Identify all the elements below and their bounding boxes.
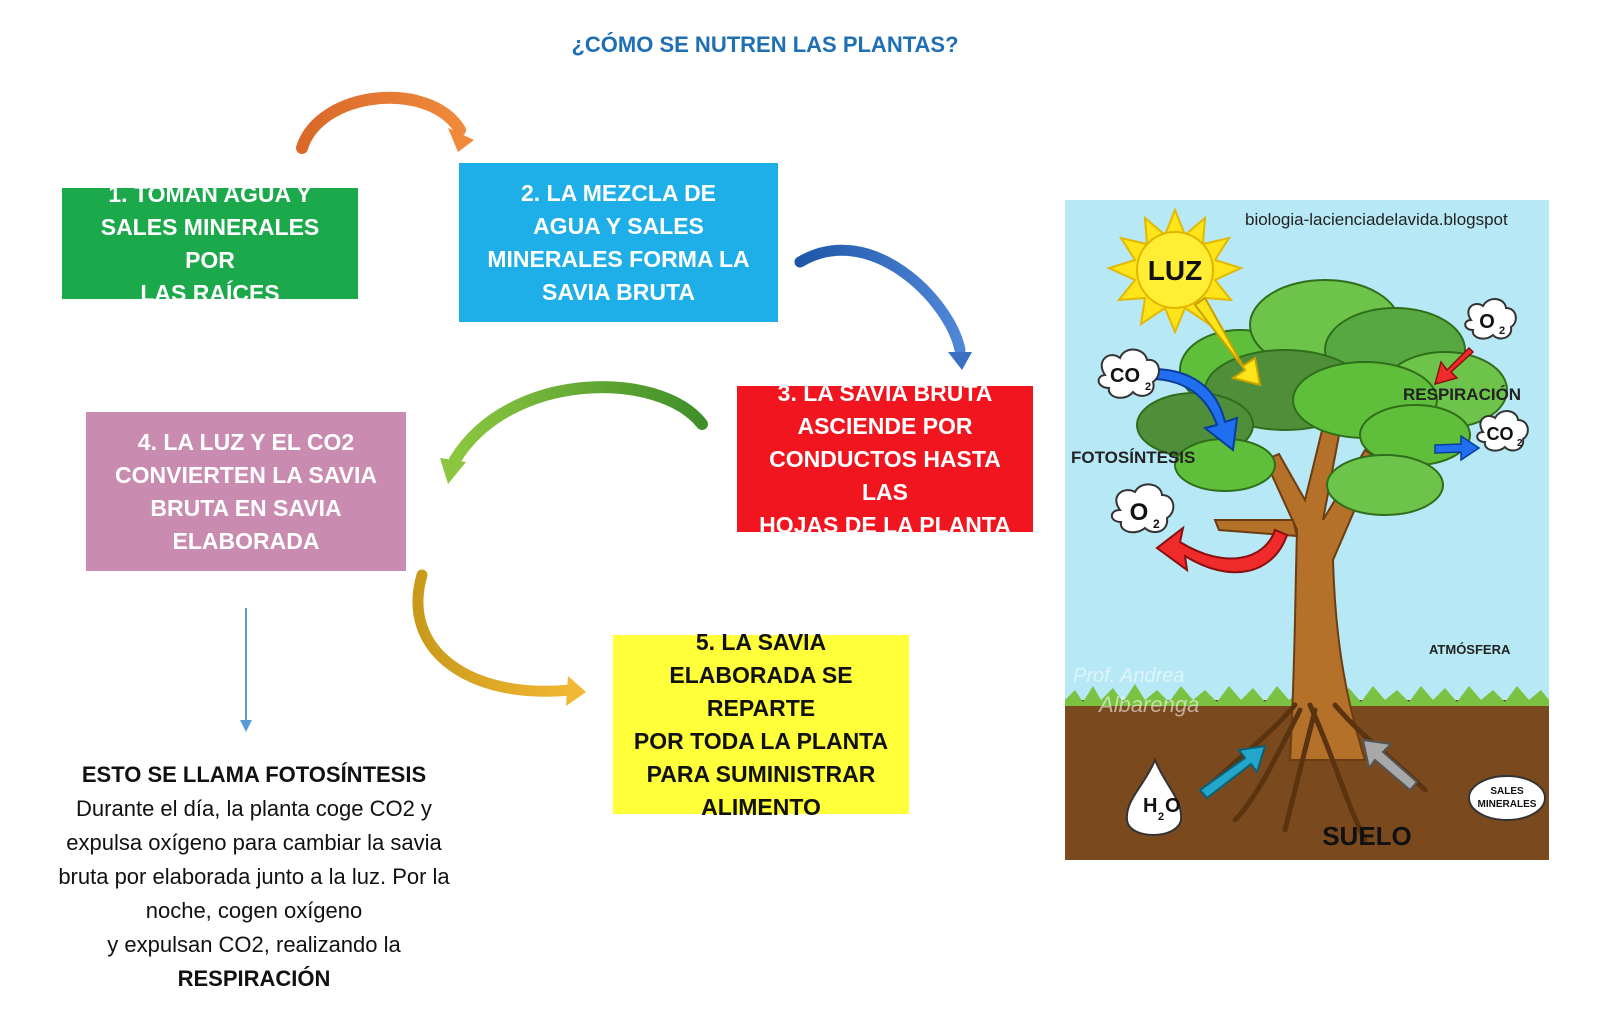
caption-line: expulsa oxígeno para cambiar la savia [66,830,442,855]
caption-line: Durante el día, la planta coge CO2 y [76,796,432,821]
step-3-line: CONDUCTOS HASTA LAS [769,445,1001,505]
co2-label: CO [1487,424,1514,444]
water-arrow [1198,744,1267,800]
step-2-box: 2. LA MEZCLA DE AGUA Y SALES MINERALES F… [459,163,778,322]
step-1-line: SALES MINERALES POR [100,213,320,273]
water-drop-icon: H 2 O [1125,757,1183,836]
step-4-box: 4. LA LUZ Y EL CO2 CONVIERTEN LA SAVIA B… [86,412,406,571]
arrow-step4-to-step5 [412,569,586,706]
page-title: ¿CÓMO SE NUTREN LAS PLANTAS? [571,32,959,57]
h2o-o: O [1165,795,1181,817]
suelo-label: SUELO [1322,821,1412,851]
arrow-down-to-caption [240,608,252,732]
step-1-box: 1. TOMAN AGUA Y SALES MINERALES POR LAS … [62,181,358,306]
source-credit: biologia-lacienciadelavida.blogspot [1245,210,1508,229]
step-5-line: ELABORADA SE REPARTE [669,661,853,721]
step-2-line: AGUA Y SALES [533,212,704,239]
step-2-line: MINERALES FORMA LA [487,245,750,272]
step-4-line: CONVIERTEN LA SAVIA [115,461,377,488]
luz-label: LUZ [1148,255,1202,286]
caption-line: noche, cogen oxígeno [145,898,363,923]
step-3-line: 3. LA SAVIA BRUTA [777,379,993,406]
subscript-2: 2 [1517,438,1523,449]
subscript-2: 2 [1158,811,1164,823]
subscript-2: 2 [1153,517,1160,531]
fotosintesis-label: FOTOSÍNTESIS [1071,448,1195,467]
caption-footer: RESPIRACIÓN [177,966,331,991]
step-4-line: ELABORADA [172,527,320,554]
co2-out-arrow [1434,434,1481,462]
step-3-line: HOJAS DE LA PLANTA [759,511,1011,538]
sun-icon: LUZ [1106,207,1244,335]
co2-cloud-right: CO 2 [1476,410,1529,452]
minerals-stone-icon: SALES MINERALES [1468,775,1546,821]
step-4-line: BRUTA EN SAVIA [150,494,342,521]
caption-line: y expulsan CO2, realizando la [107,932,401,957]
h2o-h: H [1143,795,1157,817]
o2-label: O [1130,499,1149,526]
arrow-step1-to-step2 [296,91,474,154]
arrow-step3-to-step4 [440,381,708,484]
step-1-line: 1. TOMAN AGUA Y [108,180,312,207]
watermark-line-2: Albarenga [1097,692,1199,717]
step-2-line: 2. LA MEZCLA DE [520,179,717,206]
photosynthesis-caption: ESTO SE LLAMA FOTOSÍNTESIS Durante el dí… [22,758,486,996]
subscript-2: 2 [1145,381,1151,393]
minerals-arrow [1361,738,1419,792]
light-arrow [1193,296,1262,387]
step-5-line: 5. LA SAVIA [695,628,827,655]
step-4-line: 4. LA LUZ Y EL CO2 [137,428,355,455]
watermark-line-1: Prof. Andrea [1073,665,1185,687]
caption-line: bruta por elaborada junto a la luz. Por … [58,864,450,889]
tree-canopy [1136,279,1508,516]
co2-label: CO [1110,365,1140,387]
step-1-line: LAS RAÍCES [140,279,280,306]
step-5-box: 5. LA SAVIA ELABORADA SE REPARTE POR TOD… [613,629,909,820]
minerales-label: MINERALES [1478,799,1537,810]
grass [1065,684,1549,706]
o2-cloud-left: O 2 [1110,483,1175,534]
respiracion-label: RESPIRACIÓN [1403,385,1521,404]
atmosfera-label: ATMÓSFERA [1429,642,1511,657]
sales-label: SALES [1490,786,1524,797]
o2-cloud-top-right: O 2 [1464,298,1517,340]
o2-out-arrow [1155,525,1289,574]
step-5-line: ALIMENTO [701,793,821,820]
step-2-line: SAVIA BRUTA [542,278,695,305]
step-5-line: POR TODA LA PLANTA [633,727,889,754]
plant-nutrition-illustration: biologia-lacienciadelavida.blogspot LUZ [1065,200,1549,860]
arrow-step2-to-step3 [794,244,972,370]
step-3-box: 3. LA SAVIA BRUTA ASCIENDE POR CONDUCTOS… [737,380,1033,538]
co2-in-arrow [1136,368,1239,452]
caption-heading: ESTO SE LLAMA FOTOSÍNTESIS [81,762,427,787]
o2-label: O [1479,311,1495,333]
step-3-line: ASCIENDE POR [797,412,973,439]
o2-in-arrow [1433,346,1475,386]
step-5-line: PARA SUMINISTRAR [646,760,876,787]
subscript-2: 2 [1499,325,1505,337]
co2-cloud-left: CO 2 [1097,348,1160,399]
